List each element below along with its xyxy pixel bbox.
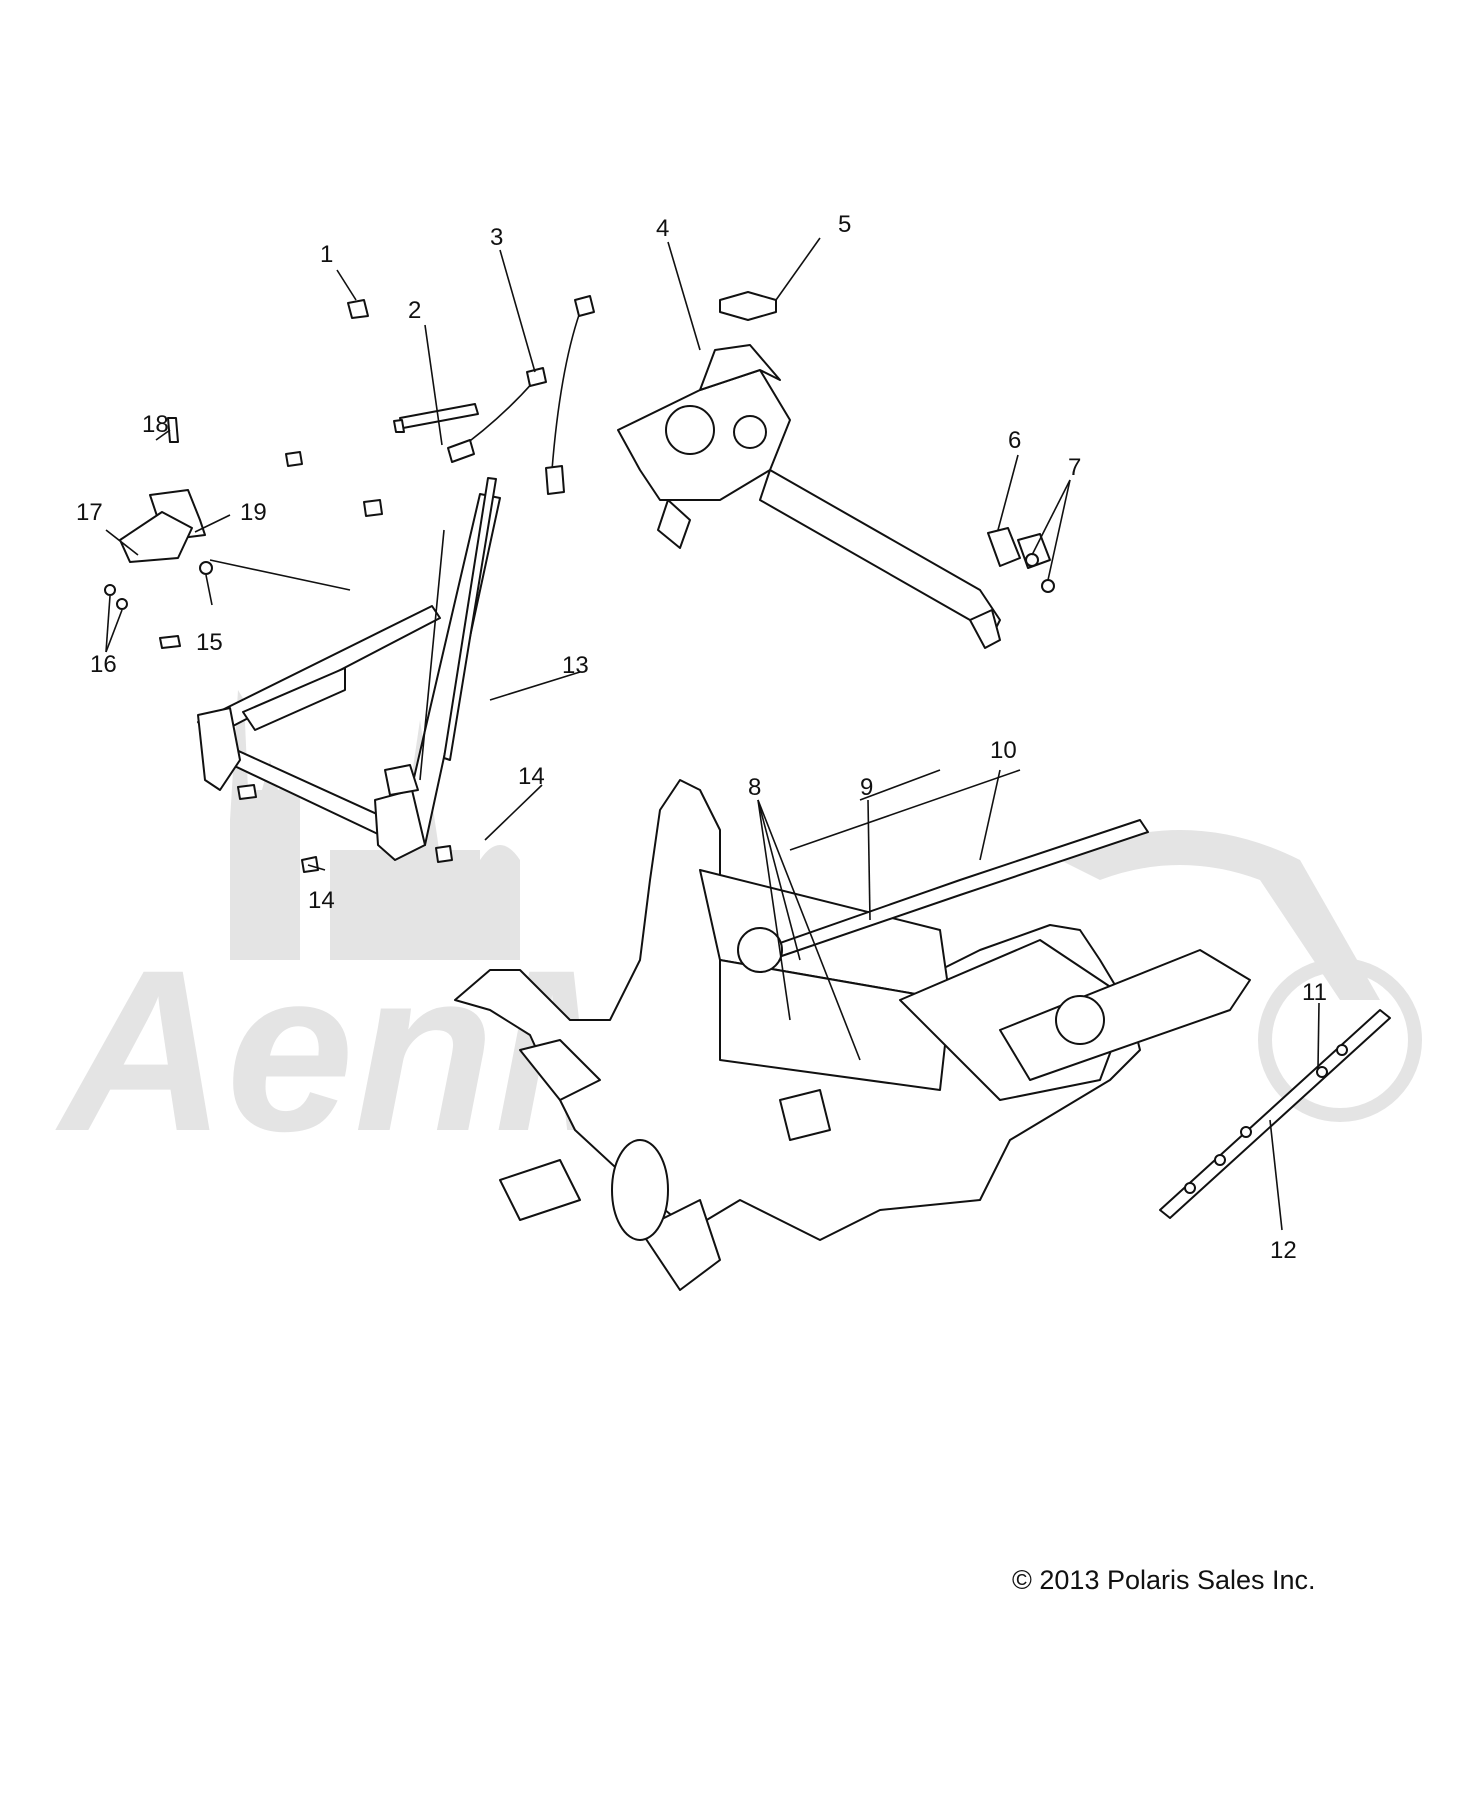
callout-13: 13 [562,652,589,679]
part-11-screw-d [1214,1154,1226,1166]
callout-5: 5 [838,211,851,238]
copyright-notice: © 2013 Polaris Sales Inc. [1012,1565,1316,1595]
callout-16: 16 [90,651,117,678]
part-11-screw-e [1184,1182,1196,1194]
part-7-nut-b [1041,579,1055,593]
part-6-bracket [987,527,1021,567]
steering-post-assembly [617,344,1051,649]
callout-11: 11 [1302,979,1327,1006]
callout-3: 3 [490,224,503,251]
callout-9: 9 [860,774,873,801]
part-12-strip [1159,1009,1391,1219]
callout-12: 12 [1270,1237,1297,1264]
callout-1: 1 [320,241,333,268]
callout-14-b: 14 [308,887,335,914]
part-5-pad [719,291,777,321]
callout-19: 19 [240,499,267,526]
rear-frame-assembly [104,403,501,873]
callout-18: 18 [142,411,169,438]
callout-17: 17 [76,499,103,526]
callout-6: 6 [1008,427,1021,454]
callouts: 1 2 3 4 5 6 7 8 9 10 11 12 13 14 14 15 1… [76,211,1327,1264]
part-11-screw-c [1240,1126,1252,1138]
part-11-screw-b [1336,1044,1348,1056]
callout-4: 4 [656,215,669,242]
part-11-screw-a [1316,1066,1328,1078]
callout-8: 8 [748,774,761,801]
hardware-group [285,295,595,517]
part-7-nut-a [1025,553,1039,567]
callout-15: 15 [196,629,223,656]
callout-14-a: 14 [518,763,545,790]
main-chassis [454,769,1251,1291]
callout-7: 7 [1068,454,1081,481]
callout-10: 10 [990,737,1017,764]
callout-2: 2 [408,297,421,324]
leader-lines [105,237,1320,1231]
